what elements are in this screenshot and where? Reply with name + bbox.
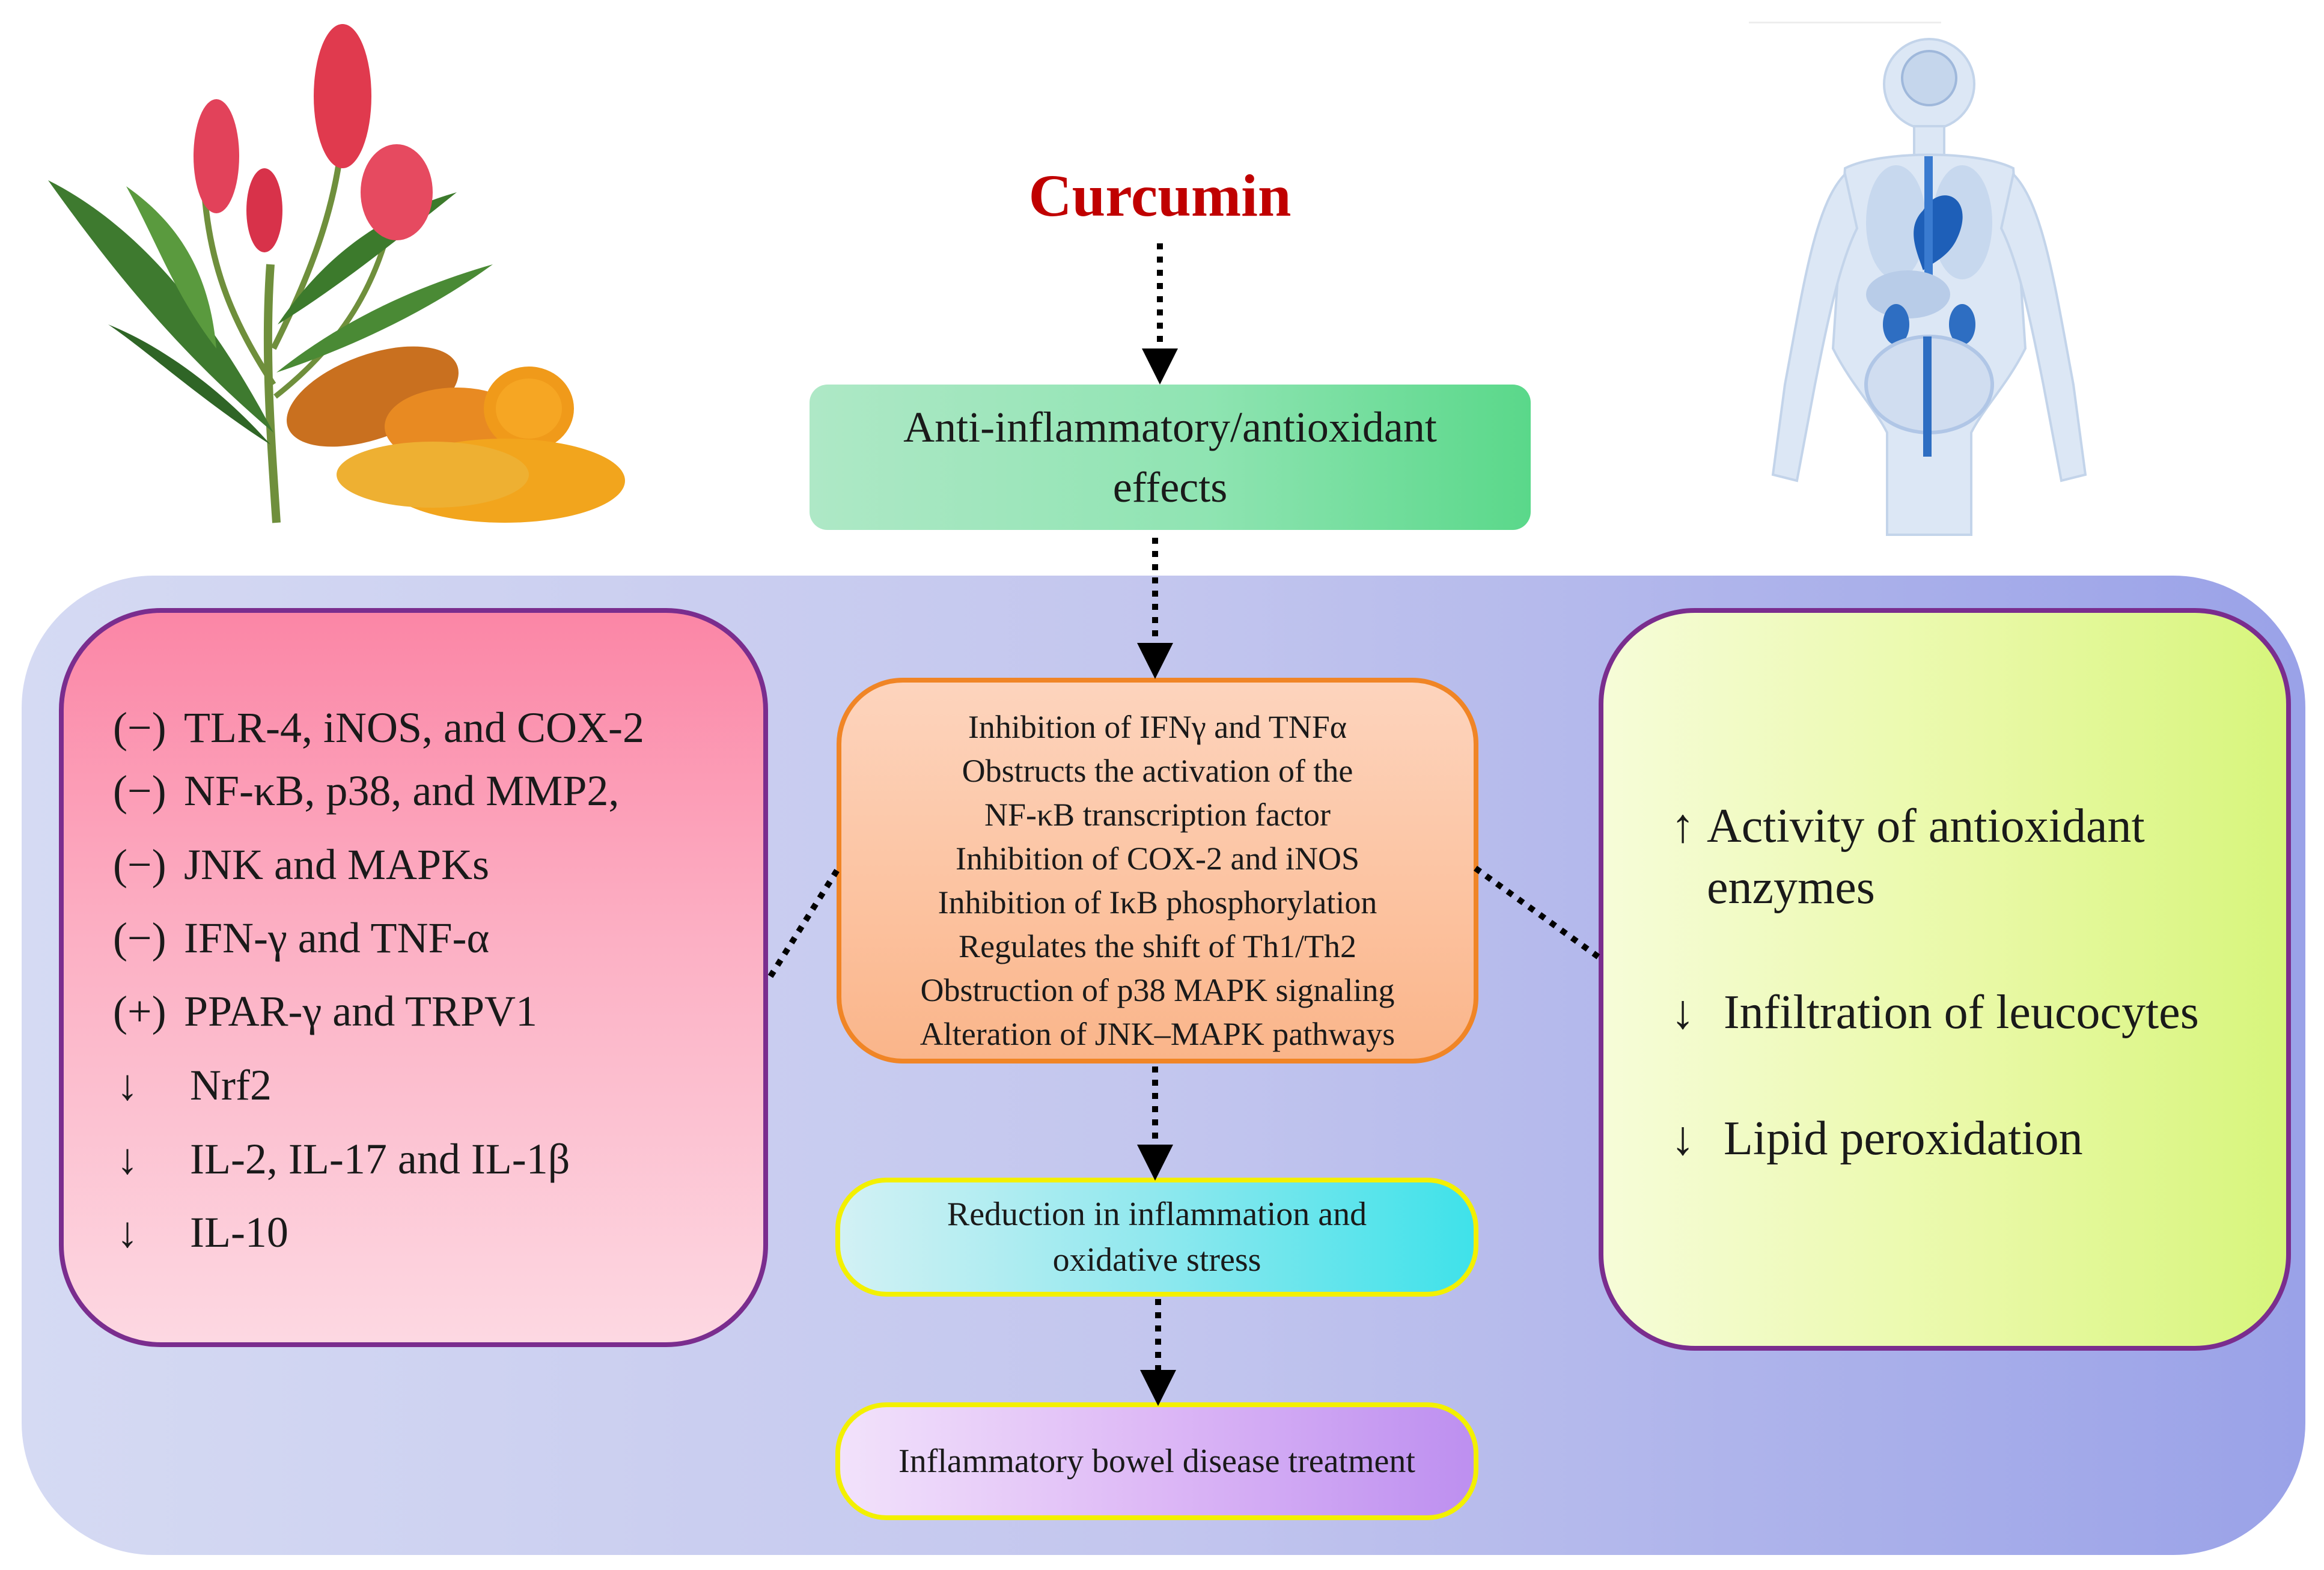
target-item: (−) NF-κB, p38, and MMP2, <box>113 766 619 816</box>
target-item: (+) PPAR-γ and TRPV1 <box>113 987 537 1036</box>
mechanism-item: Inhibition of COX-2 and iNOS <box>956 841 1359 877</box>
target-item: (−) JNK and MAPKs <box>113 840 489 890</box>
mechanism-item: Alteration of JNK–MAPK pathways <box>920 1016 1395 1052</box>
divider-line <box>1749 22 1941 23</box>
target-text: JNK and MAPKs <box>184 841 490 889</box>
down-arrow-icon: ↓ <box>1671 986 1695 1039</box>
target-text: IL-10 <box>190 1208 288 1256</box>
effect-item-line-2: enzymes <box>1707 861 1875 914</box>
target-text: NF-κB, p38, and MMP2, <box>184 767 620 815</box>
up-arrow-icon: ↑ <box>1671 800 1695 853</box>
regulation-symbol: (−) <box>113 704 166 752</box>
target-item: ↓ Nrf2 <box>113 1060 272 1110</box>
regulation-symbol: (−) <box>113 841 166 889</box>
regulation-symbol: (−) <box>113 914 166 962</box>
effects-line-2: effects <box>1112 463 1228 511</box>
link-left-box <box>767 866 841 978</box>
target-text: IFN-γ and TNF-α <box>184 914 490 962</box>
down-arrow-icon: ↓ <box>117 1208 138 1256</box>
ibd-treatment-box: Inflammatory bowel disease treatment <box>835 1402 1478 1520</box>
target-text: IL-2, IL-17 and IL-1β <box>190 1135 570 1183</box>
reduction-line-1: Reduction in inflammation and <box>947 1196 1367 1233</box>
target-item: ↓ IL-2, IL-17 and IL-1β <box>113 1134 570 1184</box>
target-item: (−) IFN-γ and TNF-α <box>113 913 489 963</box>
turmeric-plant-illustration <box>48 24 625 523</box>
target-item: (−) TLR-4, iNOS, and COX-2 <box>113 703 644 753</box>
mechanism-item: Inhibition of IκB phosphorylation <box>938 884 1377 920</box>
target-text: PPAR-γ and TRPV1 <box>184 987 537 1035</box>
effect-item-line-1: Activity of antioxidant <box>1707 800 2145 853</box>
mechanism-item: NF-κB transcription factor <box>984 797 1331 833</box>
ibd-treatment-label: Inflammatory bowel disease treatment <box>898 1443 1415 1480</box>
regulation-symbol: (−) <box>113 767 166 815</box>
effects-box: Anti-inflammatory/antioxidant effects <box>810 385 1531 530</box>
diagram-title: Curcumin <box>1028 162 1292 229</box>
regulation-symbol: (+) <box>113 987 166 1035</box>
mechanism-item: Obstruction of p38 MAPK signaling <box>920 972 1395 1008</box>
target-text: Nrf2 <box>190 1061 272 1109</box>
mechanism-item: Regulates the shift of Th1/Th2 <box>959 928 1356 964</box>
target-text: TLR-4, iNOS, and COX-2 <box>184 704 644 752</box>
link-right-box <box>1474 865 1602 961</box>
mechanism-item: Obstructs the activation of the <box>962 753 1353 789</box>
down-arrow-icon: ↓ <box>117 1135 138 1183</box>
down-arrow-icon: ↓ <box>1671 1112 1695 1165</box>
reduction-line-2: oxidative stress <box>1052 1241 1261 1279</box>
molecular-targets-box: (−) TLR-4, iNOS, and COX-2 (−) NF-κB, p38,… <box>59 608 768 1347</box>
effect-item: Lipid peroxidation <box>1724 1112 2083 1165</box>
effect-item: Infiltration of leucocytes <box>1724 986 2199 1039</box>
antioxidant-effects-box: ↑ Activity of antioxidant enzymes ↓ Infi… <box>1599 608 2291 1351</box>
target-item: ↓ IL-10 <box>113 1208 288 1258</box>
human-body-organs-illustration <box>1771 38 2087 536</box>
down-arrow-icon: ↓ <box>117 1061 138 1109</box>
effects-line-1: Anti-inflammatory/antioxidant <box>903 403 1437 451</box>
reduction-outcome-box: Reduction in inflammation and oxidative … <box>835 1178 1478 1297</box>
mechanism-item: Inhibition of IFNγ and TNFα <box>968 709 1347 745</box>
mechanisms-box: Inhibition of IFNγ and TNFα Obstructs th… <box>837 678 1478 1063</box>
